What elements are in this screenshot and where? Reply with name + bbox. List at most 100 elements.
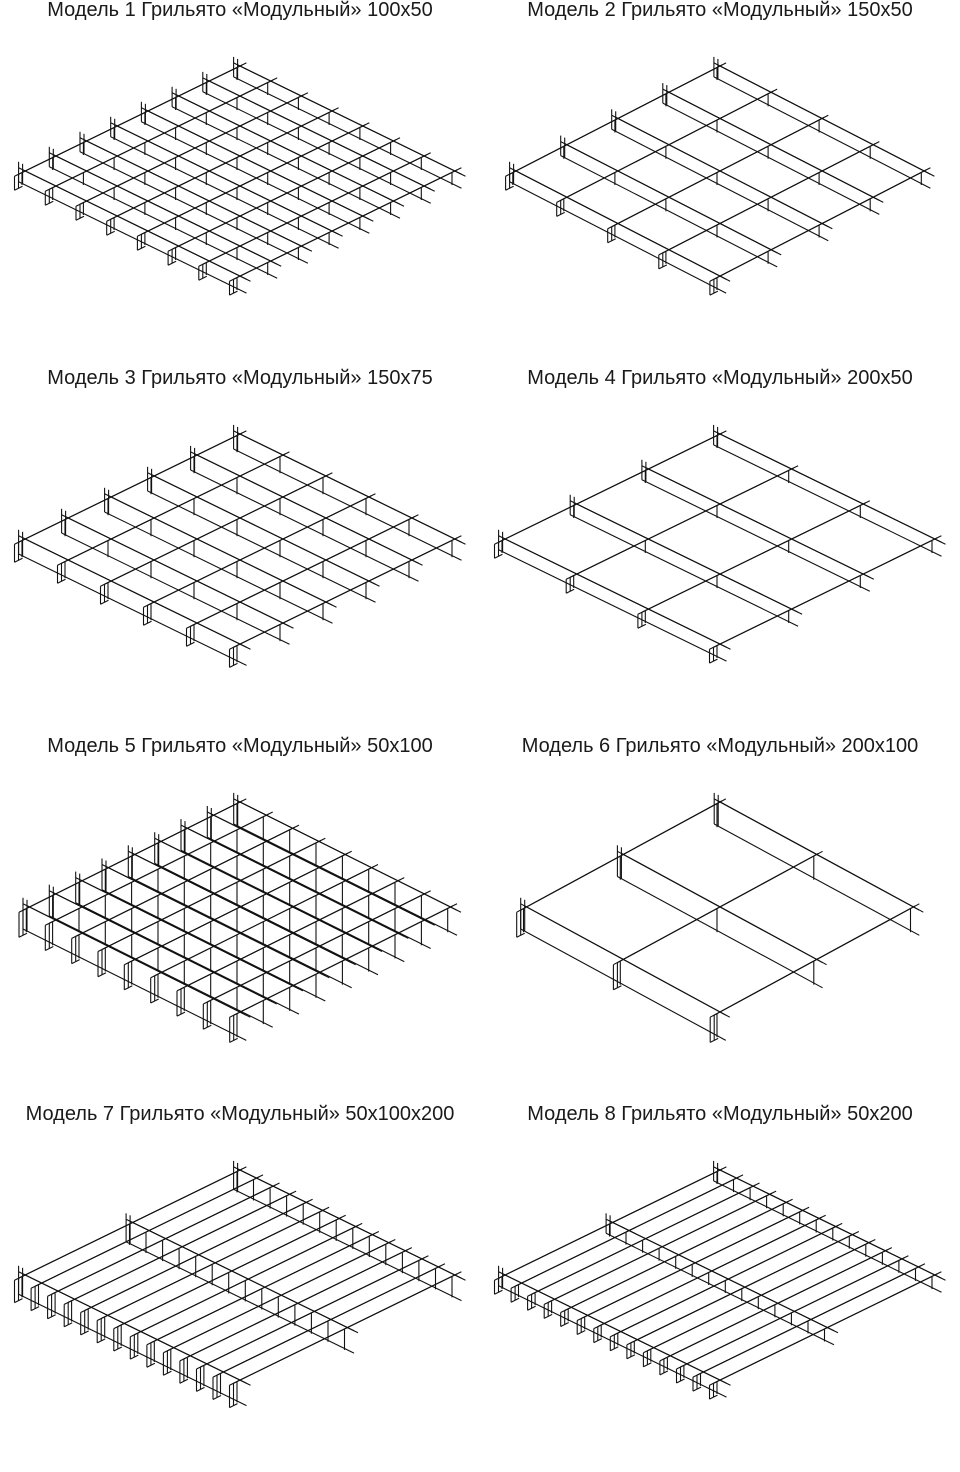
main-profile-edge xyxy=(110,136,339,249)
main-profile-edge xyxy=(128,876,352,989)
main-profile-edge xyxy=(713,444,942,557)
profile-end xyxy=(543,1313,553,1319)
profile-end xyxy=(130,1354,139,1360)
main-profile-edge xyxy=(147,490,376,603)
profile-end xyxy=(560,1322,569,1327)
main-profile-edge xyxy=(175,94,405,207)
cross-profile-edge xyxy=(45,79,274,192)
cross-profile-edge xyxy=(45,813,269,926)
profile-end xyxy=(113,1346,123,1352)
profile-end xyxy=(146,1362,156,1368)
cross-profile-edge xyxy=(610,1224,839,1338)
main-profile-edge xyxy=(524,905,731,1018)
main-profile-edge xyxy=(206,79,435,192)
main-profile-edge xyxy=(49,915,273,1028)
profile-end xyxy=(14,185,23,191)
model-caption: Модель 8 Грильято «Модульный» 50x200 xyxy=(527,1103,913,1125)
profile-end xyxy=(527,1305,536,1311)
main-profile-edge xyxy=(645,467,875,580)
main-profile-edge xyxy=(49,166,278,279)
model-caption: Модель 2 Грильято «Модульный» 150x50 xyxy=(527,0,913,21)
main-profile-edge xyxy=(233,1188,462,1302)
model-caption: Модель 3 Грильято «Модульный» 150x75 xyxy=(47,367,433,389)
cross-profile-edge xyxy=(130,1224,359,1338)
profile-end xyxy=(97,972,107,978)
cross-profile-edge xyxy=(229,537,458,650)
main-profile-edge xyxy=(83,139,313,252)
cross-profile-edge xyxy=(510,1176,740,1289)
main-profile-edge xyxy=(61,532,290,645)
profile-end xyxy=(516,932,525,938)
profile-end xyxy=(229,1037,238,1043)
main-profile-edge xyxy=(108,495,337,608)
cross-profile-edge xyxy=(18,800,243,913)
profile-end xyxy=(637,623,647,629)
profile-end xyxy=(565,588,575,594)
profile-end xyxy=(212,1395,222,1400)
cross-profile-edge xyxy=(229,905,454,1018)
main-profile-edge xyxy=(114,124,343,237)
main-profile-edge xyxy=(605,1232,835,1346)
cross-profile-edge xyxy=(97,839,322,952)
cross-profile-edge xyxy=(576,1208,806,1321)
main-profile-edge xyxy=(520,928,727,1041)
profile-end xyxy=(71,959,80,965)
profile-end xyxy=(179,1378,189,1384)
profile-end xyxy=(643,1362,652,1368)
profile-end xyxy=(610,1346,619,1352)
main-profile-edge xyxy=(65,516,294,629)
model-card: Модель 1 Грильято «Модульный» 100x50 xyxy=(0,0,480,368)
cross-profile-edge xyxy=(613,852,819,966)
main-profile-edge xyxy=(101,889,326,1002)
grillato-ceiling-drawing xyxy=(493,424,946,664)
cross-profile-edge xyxy=(659,1249,889,1362)
profile-end xyxy=(100,599,109,605)
cross-profile-edge xyxy=(709,905,916,1018)
cross-profile-edge xyxy=(658,143,876,256)
main-profile-edge xyxy=(717,64,935,177)
profile-end xyxy=(143,620,152,626)
cross-profile-edge xyxy=(71,826,296,939)
profile-end xyxy=(176,1011,186,1017)
main-profile-edge xyxy=(18,553,247,666)
cross-profile-edge xyxy=(63,1192,293,1305)
main-profile-edge xyxy=(569,514,799,627)
profile-end xyxy=(96,1338,106,1344)
main-profile-edge xyxy=(502,537,731,650)
main-profile-edge xyxy=(53,154,282,267)
main-profile-edge xyxy=(237,1168,466,1281)
profile-end xyxy=(47,1314,56,1320)
profile-end xyxy=(229,662,238,668)
main-profile-edge xyxy=(22,928,247,1041)
cross-profile-edge xyxy=(494,1168,723,1281)
main-profile-edge xyxy=(22,169,251,282)
main-profile-edge xyxy=(194,453,423,566)
model-caption: Модель 4 Грильято «Модульный» 200x50 xyxy=(527,367,913,389)
cross-profile-edge xyxy=(637,502,867,615)
cross-profile-edge xyxy=(186,516,415,629)
cross-profile-edge xyxy=(593,1216,822,1330)
main-profile-edge xyxy=(509,181,727,294)
grillato-ceiling-drawing xyxy=(493,1160,946,1400)
main-profile-edge xyxy=(498,549,727,662)
main-profile-edge xyxy=(615,116,833,230)
cross-profile-edge xyxy=(203,892,427,1005)
profile-end xyxy=(198,275,208,281)
cross-profile-edge xyxy=(57,453,286,566)
main-profile-edge xyxy=(154,862,379,976)
main-profile-edge xyxy=(560,155,778,268)
cross-profile-edge xyxy=(643,1241,872,1354)
cross-profile-edge xyxy=(47,1184,276,1297)
profile-end xyxy=(494,553,503,559)
profile-end xyxy=(57,578,66,584)
cross-profile-edge xyxy=(196,1257,425,1370)
main-profile-edge xyxy=(713,76,931,189)
cross-profile-edge xyxy=(96,1208,326,1321)
model-card: Модель 7 Грильято «Модульный» 50x100x200 xyxy=(0,1103,480,1472)
profile-end xyxy=(556,211,565,217)
profile-end xyxy=(137,245,146,251)
profile-end xyxy=(229,1403,238,1409)
cross-profile-edge xyxy=(14,64,243,177)
main-profile-edge xyxy=(717,1168,946,1281)
